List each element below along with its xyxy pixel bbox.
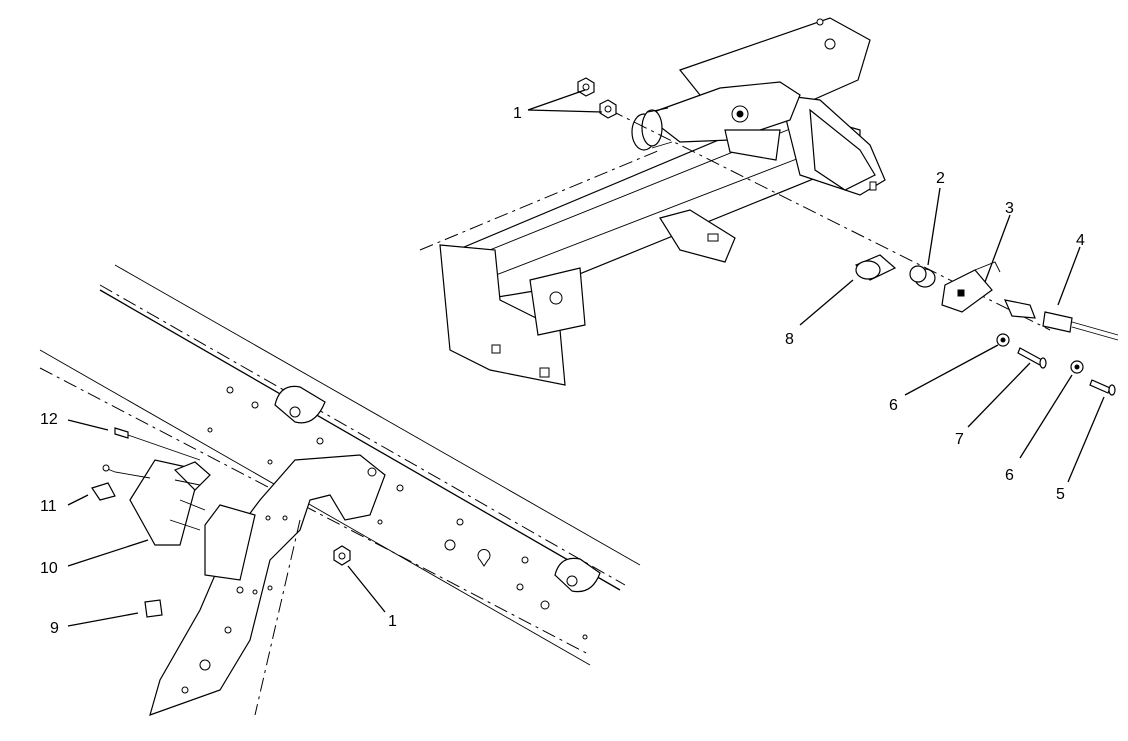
wire-connector [1042,311,1119,341]
callout-4: 4 [1076,232,1085,249]
bushing [909,265,936,288]
connector-plug-11 [91,464,151,501]
callout-labels: 1 2 3 4 8 6 7 6 5 12 11 10 9 1 [40,105,1085,637]
nut-lower [333,545,351,566]
lower-frame-rail [39,264,641,666]
callout-1-upper: 1 [513,105,522,122]
switch-unit [941,261,1036,319]
screw-7 [1017,347,1047,369]
callout-6-left: 6 [889,397,898,414]
callout-9: 9 [50,620,59,637]
screw-5 [1089,379,1116,396]
leader-lines [67,89,1105,627]
callout-1-lower: 1 [388,613,397,630]
callout-12: 12 [40,411,58,428]
callout-6-right: 6 [1005,467,1014,484]
callout-7: 7 [955,431,964,448]
callout-5: 5 [1056,486,1065,503]
callout-8: 8 [785,331,794,348]
washer-a [996,333,1010,347]
upper-bracket-assembly [419,17,1051,386]
washer-b [1070,360,1084,374]
terminal-block [129,459,256,581]
callout-11: 11 [40,498,57,515]
pad-9 [144,599,163,618]
bolt-12 [114,427,201,461]
nut-pair [577,77,617,119]
callout-2: 2 [936,170,945,187]
callout-10: 10 [40,560,58,577]
callout-3: 3 [1005,200,1014,217]
spacer-sleeve [854,254,897,281]
lower-side-plate [149,454,386,716]
